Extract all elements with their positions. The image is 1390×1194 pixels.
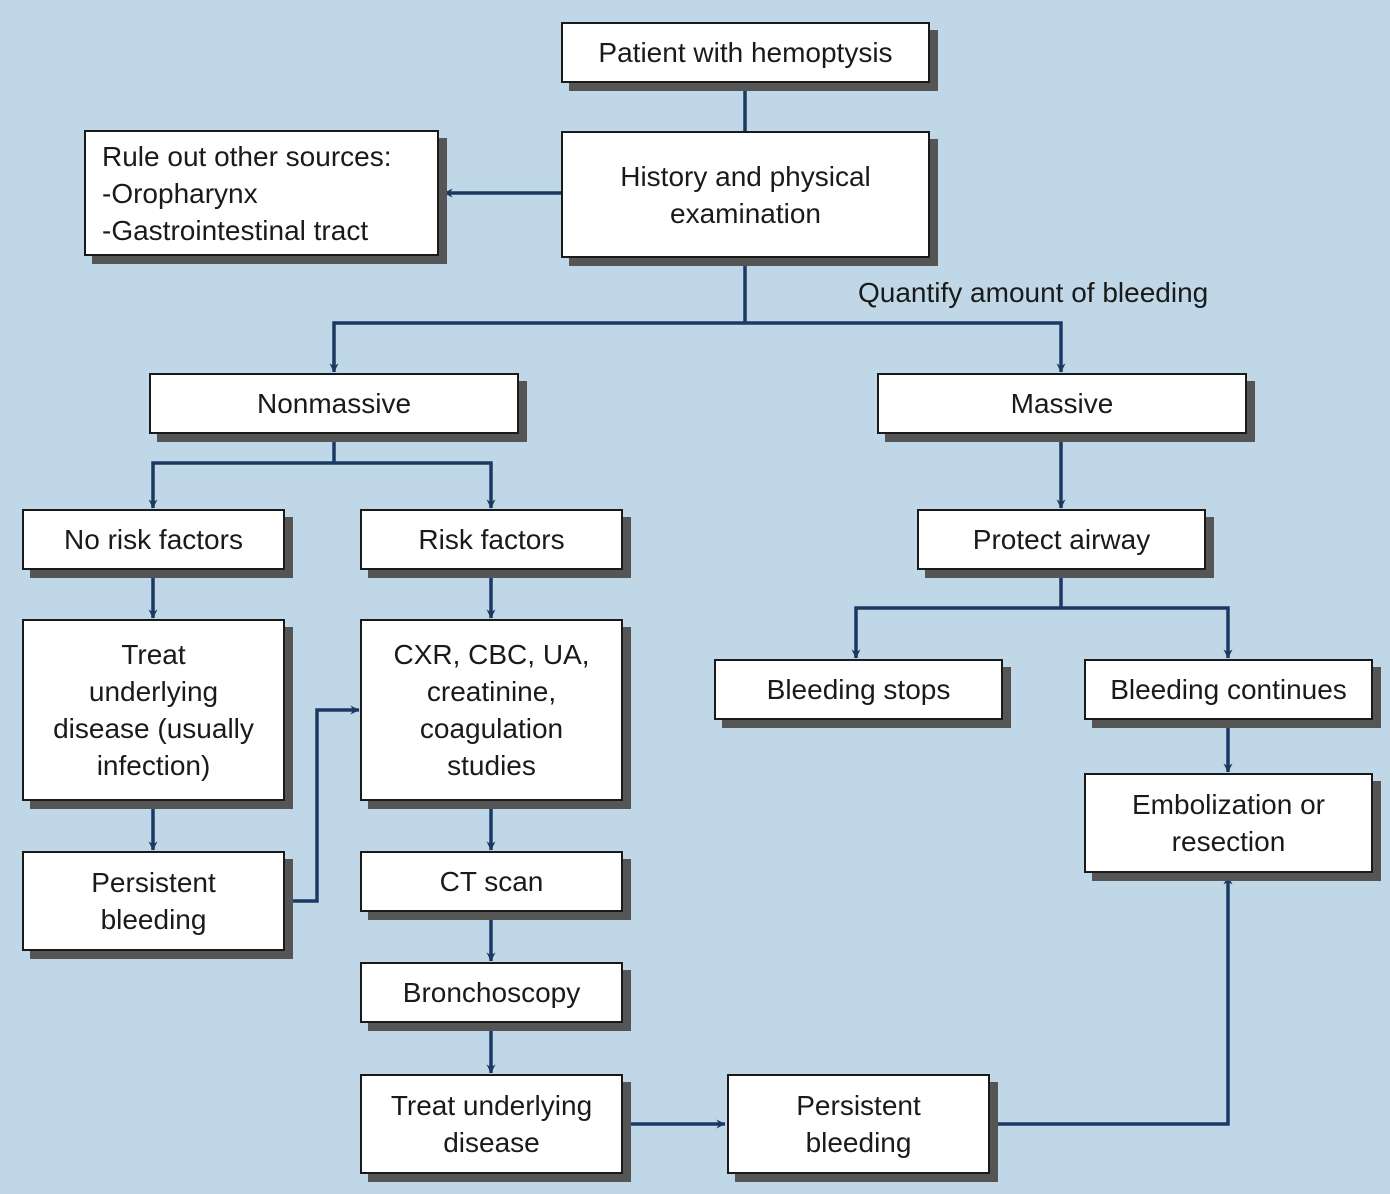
quantify-bleeding-label: Quantify amount of bleeding <box>858 277 1209 308</box>
edge-to-massive <box>745 321 1066 373</box>
edge-to-risk <box>334 461 496 509</box>
node-protect-airway: Protect airway <box>917 509 1206 570</box>
edge-to-no-risk <box>148 461 334 509</box>
node-rule-out-sources: Rule out other sources: -Oropharynx -Gas… <box>84 130 439 256</box>
node-persistent-bleeding-bottom: Persistent bleeding <box>727 1074 990 1174</box>
node-bleeding-stops: Bleeding stops <box>714 659 1003 720</box>
edge-persistent-labs <box>285 705 360 903</box>
edge-to-bleeding-stops <box>851 606 1061 659</box>
node-treat-underlying-infection: Treat underlying disease (usually infect… <box>22 619 285 801</box>
edge-to-bleeding-continues <box>1061 606 1233 659</box>
node-nonmassive: Nonmassive <box>149 373 519 434</box>
node-no-risk-factors: No risk factors <box>22 509 285 570</box>
edge-to-nonmassive <box>329 321 745 373</box>
node-ct-scan: CT scan <box>360 851 623 912</box>
node-bronchoscopy: Bronchoscopy <box>360 962 623 1023</box>
node-treat-underlying-disease: Treat underlying disease <box>360 1074 623 1174</box>
node-persistent-bleeding-left: Persistent bleeding <box>22 851 285 951</box>
node-history-physical: History and physical examination <box>561 131 930 258</box>
node-risk-factors: Risk factors <box>360 509 623 570</box>
node-embolization-resection: Embolization or resection <box>1084 773 1373 873</box>
node-patient-hemoptysis: Patient with hemoptysis <box>561 22 930 83</box>
node-labs: CXR, CBC, UA, creatinine, coagulation st… <box>360 619 623 801</box>
edge-persistent-embolization <box>990 875 1233 1126</box>
node-bleeding-continues: Bleeding continues <box>1084 659 1373 720</box>
node-massive: Massive <box>877 373 1247 434</box>
